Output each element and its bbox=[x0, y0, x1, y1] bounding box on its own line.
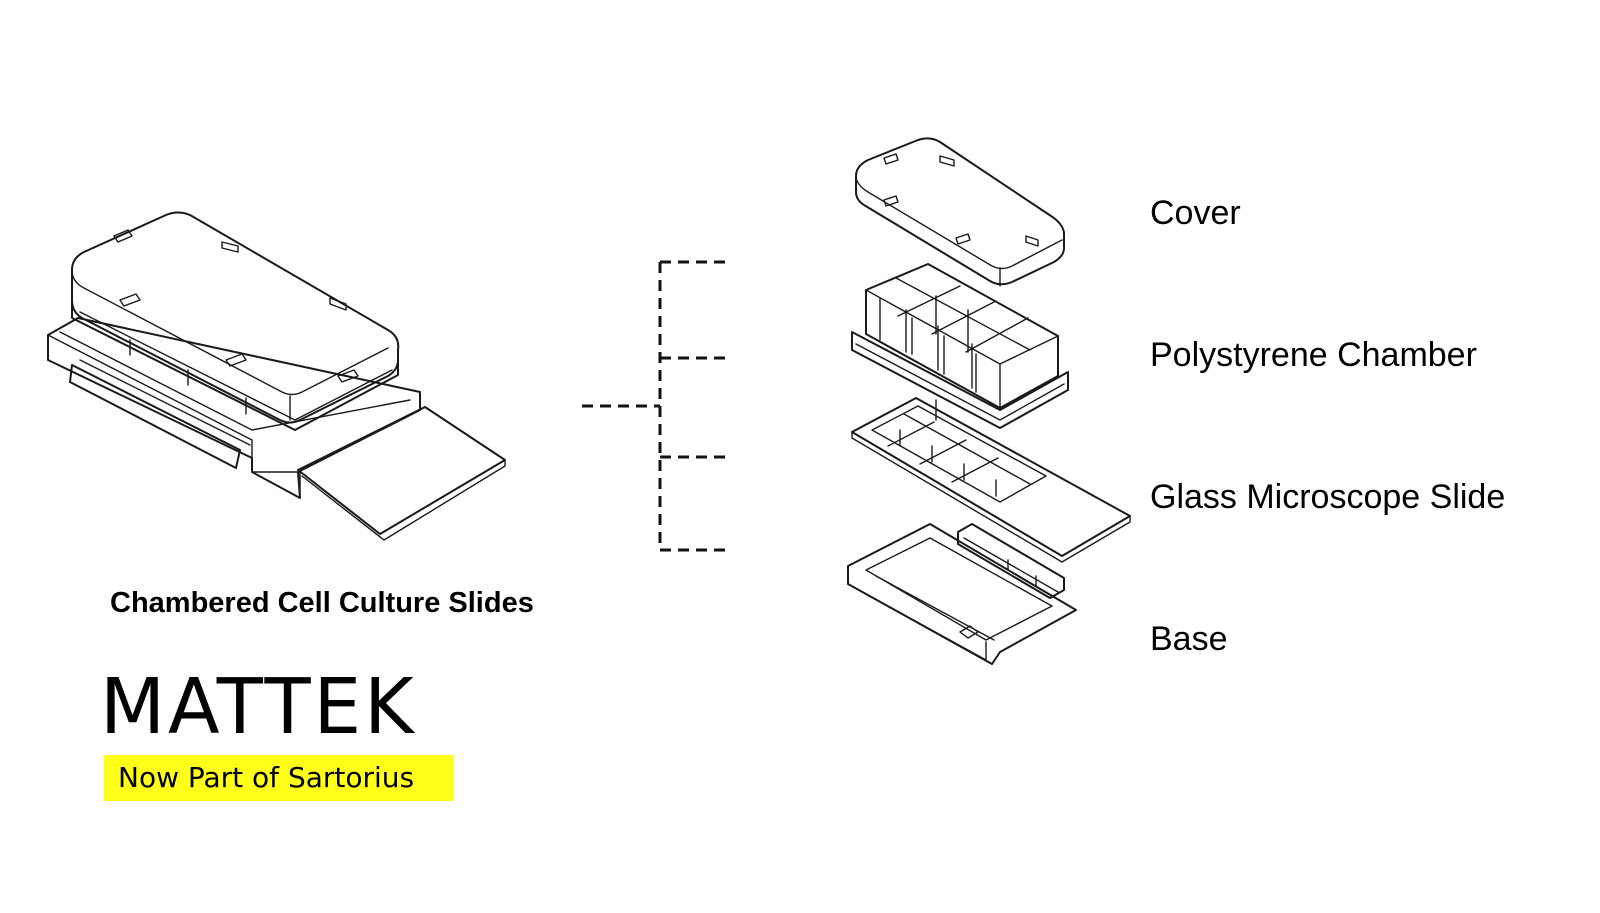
part-label-cover: Cover bbox=[1150, 194, 1241, 232]
product-caption: Chambered Cell Culture Slides bbox=[110, 587, 534, 619]
glass-slide-drawing bbox=[851, 397, 1131, 563]
part-label-base: Base bbox=[1150, 620, 1228, 658]
assembled-slide-drawing bbox=[47, 211, 506, 541]
part-label-glass-microscope-slide: Glass Microscope Slide bbox=[1150, 478, 1506, 516]
base-drawing bbox=[847, 523, 1077, 665]
exploded-view-bracket bbox=[582, 260, 728, 552]
chamber-drawing bbox=[851, 263, 1069, 429]
brand-tagline: Now Part of Sartorius bbox=[104, 755, 454, 801]
part-label-polystyrene-chamber: Polystyrene Chamber bbox=[1150, 336, 1477, 374]
brand-logo-text: MATTEK bbox=[100, 663, 417, 752]
cover-drawing bbox=[855, 137, 1065, 287]
